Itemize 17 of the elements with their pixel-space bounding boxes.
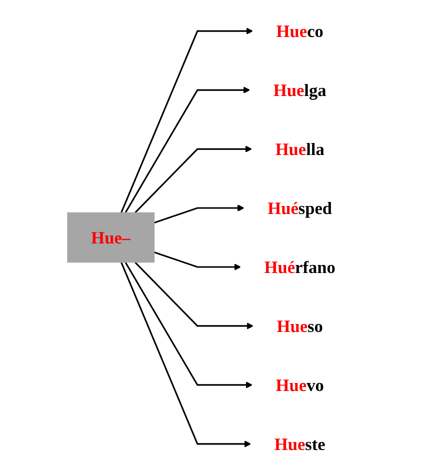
arrow (120, 28, 253, 214)
arrow (154, 204, 244, 224)
node-text: Huelga (273, 80, 326, 100)
node-text: Huérfano (264, 257, 336, 277)
node-box: Hue– (66, 212, 154, 263)
node-text: Hueco (276, 21, 324, 41)
arrow (134, 262, 254, 330)
node-text: Hueso (276, 316, 323, 336)
node-text: Hueste (274, 434, 326, 454)
arrow (120, 262, 251, 448)
arrow (154, 252, 241, 270)
node-text: Huevo (276, 375, 324, 395)
arrow (124, 86, 250, 214)
arrow (124, 262, 252, 388)
arrow (134, 146, 252, 214)
node-text: Huésped (267, 198, 332, 218)
node-text: Huella (275, 139, 324, 159)
